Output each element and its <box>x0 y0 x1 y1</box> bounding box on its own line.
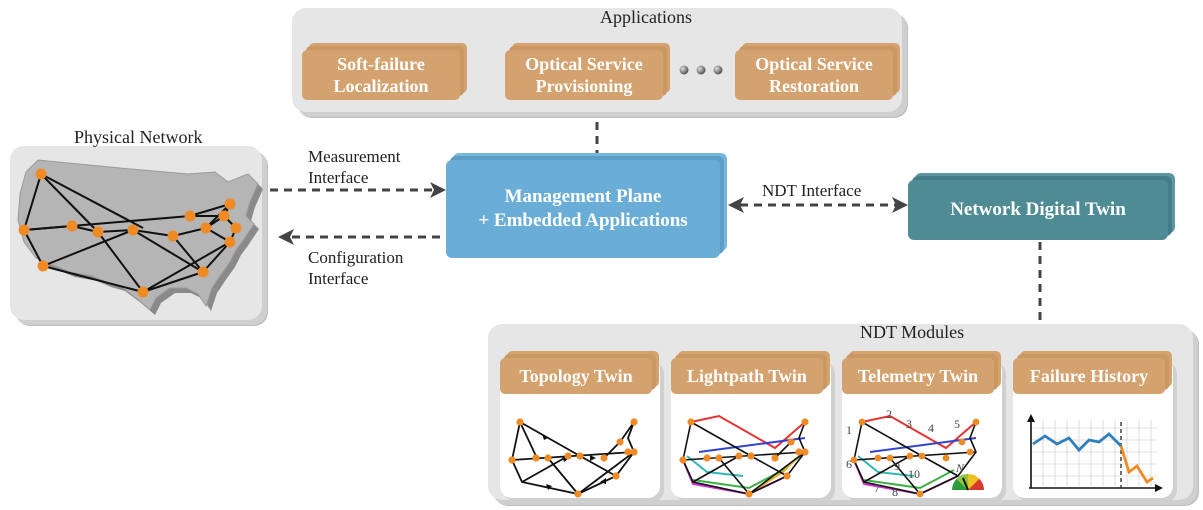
topology-graph <box>508 418 638 498</box>
app-optical-service-provisioning[interactable]: Optical Service Provisioning <box>505 50 663 100</box>
module-failure-history[interactable]: Failure History <box>1013 358 1173 498</box>
measurement-line2: Interface <box>308 168 369 187</box>
app-label-line1: Optical Service <box>755 54 873 74</box>
app-label-line2: Provisioning <box>535 76 633 96</box>
app-label-line2: Localization <box>333 76 429 96</box>
app-optical-service-restoration[interactable]: Optical Service Restoration <box>735 50 893 100</box>
telemetry-number: N <box>955 461 965 475</box>
physical-network-title: Physical Network <box>74 127 203 147</box>
telemetry-graph: 1 2 3 4 5 6 7 8 9 10 N <box>846 407 984 499</box>
module-label-topology-twin: Topology Twin <box>500 358 652 394</box>
configuration-interface-label: Configuration Interface <box>308 247 403 289</box>
app-label-line1: Soft-failure <box>337 54 425 74</box>
telemetry-number: 4 <box>928 421 934 435</box>
telemetry-number: 10 <box>908 467 920 481</box>
app-label-line2: Restoration <box>769 76 859 96</box>
telemetry-number: 3 <box>906 417 912 431</box>
telemetry-number: 7 <box>874 481 880 495</box>
gauge-icon <box>952 474 984 491</box>
ndt-interface-label: NDT Interface <box>762 181 862 200</box>
telemetry-number: 8 <box>892 485 898 499</box>
ellipsis-dots-icon <box>679 65 723 75</box>
failure-history-chart <box>1027 414 1163 492</box>
module-lightpath-twin[interactable]: Lightpath Twin <box>671 358 831 498</box>
management-plane-box[interactable]: Management Plane + Embedded Applications <box>446 160 720 258</box>
module-topology-twin[interactable]: Topology Twin <box>500 358 660 498</box>
app-soft-failure-localization[interactable]: Soft-failure Localization <box>302 50 460 100</box>
configuration-line2: Interface <box>308 269 369 288</box>
ndt-modules-title: NDT Modules <box>860 322 965 342</box>
telemetry-number: 2 <box>886 407 892 421</box>
module-label-failure-history: Failure History <box>1013 358 1165 394</box>
us-network-map <box>17 159 263 315</box>
management-plane-line2: + Embedded Applications <box>478 210 688 231</box>
module-label-lightpath-twin: Lightpath Twin <box>671 358 823 394</box>
lightpath-graph <box>679 414 809 498</box>
module-telemetry-twin[interactable]: Telemetry Twin 1 2 3 4 5 6 7 <box>842 358 1002 499</box>
configuration-line1: Configuration <box>308 248 404 267</box>
measurement-interface-label: Measurement Interface <box>308 146 401 188</box>
network-digital-twin-box[interactable]: Network Digital Twin <box>908 180 1168 240</box>
telemetry-number: 6 <box>846 457 852 471</box>
telemetry-number: 1 <box>846 423 852 437</box>
app-label-line1: Optical Service <box>525 54 643 74</box>
applications-title: Applications <box>600 7 692 27</box>
telemetry-number: 9 <box>894 459 900 473</box>
telemetry-number: 5 <box>954 417 960 431</box>
digital-twin-label: Network Digital Twin <box>950 199 1126 220</box>
module-label-telemetry-twin: Telemetry Twin <box>842 358 994 394</box>
management-plane-line1: Management Plane <box>504 186 662 207</box>
measurement-line1: Measurement <box>308 147 401 166</box>
